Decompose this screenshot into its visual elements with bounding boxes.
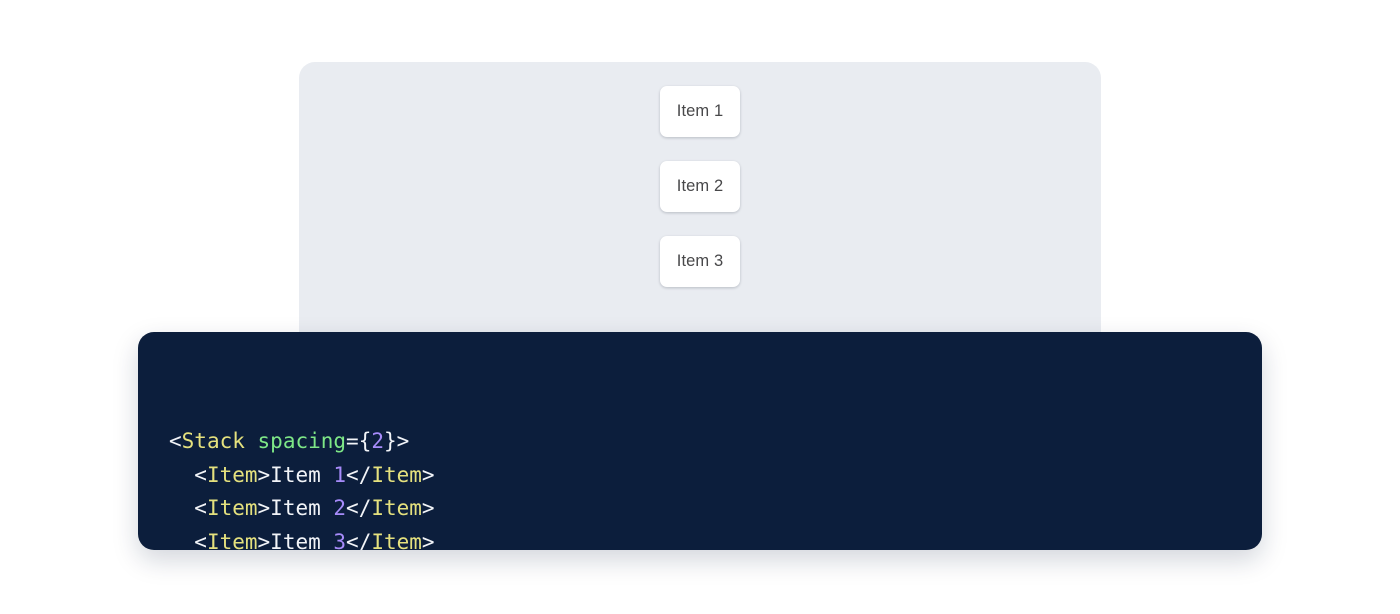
code-token-punct: </: [346, 529, 372, 550]
code-token-punct: </: [346, 462, 372, 487]
code-token-num: 2: [371, 429, 384, 454]
code-token-tag: Item: [206, 462, 258, 487]
code-token-punct: ={: [346, 429, 372, 454]
code-token-punct: <: [169, 462, 207, 487]
code-token-punct: <: [169, 496, 207, 521]
stack-item[interactable]: Item 2: [660, 161, 740, 212]
code-token-punct: >: [257, 462, 271, 487]
code-token-num: 2: [333, 496, 347, 521]
code-token-text: Item: [270, 529, 334, 550]
stack-container: Item 1 Item 2 Item 3: [660, 86, 740, 287]
code-line: <Item>Item 3</Item>: [169, 526, 1232, 550]
code-token-punct: <: [169, 429, 182, 454]
code-token-punct: >: [257, 529, 271, 550]
code-line: <Item>Item 2</Item>: [169, 492, 1232, 526]
code-token-punct: </: [346, 496, 372, 521]
code-line: <Item>Item 1</Item>: [169, 459, 1232, 493]
code-token-punct: >: [421, 462, 435, 487]
code-token-tag: Item: [371, 496, 422, 521]
code-token-tag: Stack: [181, 429, 245, 454]
code-token-text: [245, 429, 258, 453]
code-token-punct: <: [169, 529, 207, 550]
code-token-tag: Item: [206, 529, 258, 550]
code-token-punct: }>: [384, 429, 410, 454]
code-token-tag: Item: [206, 496, 258, 521]
code-token-punct: >: [257, 496, 271, 521]
code-token-num: 3: [333, 529, 347, 550]
code-token-punct: >: [421, 496, 435, 521]
code-line: <Stack spacing={2}>: [169, 425, 1232, 459]
code-snippet-block[interactable]: <Stack spacing={2}> <Item>Item 1</Item> …: [138, 332, 1262, 550]
code-token-num: 1: [333, 462, 347, 487]
code-token-text: Item: [270, 496, 334, 521]
component-preview-panel: Item 1 Item 2 Item 3: [299, 62, 1101, 352]
code-token-attr: spacing: [257, 429, 347, 454]
code-token-text: Item: [270, 462, 334, 487]
code-body: <Stack spacing={2}> <Item>Item 1</Item> …: [169, 425, 1232, 550]
code-token-tag: Item: [371, 529, 422, 550]
code-token-punct: >: [421, 529, 435, 550]
stack-item[interactable]: Item 1: [660, 86, 740, 137]
stack-item[interactable]: Item 3: [660, 236, 740, 287]
code-token-tag: Item: [371, 462, 422, 487]
